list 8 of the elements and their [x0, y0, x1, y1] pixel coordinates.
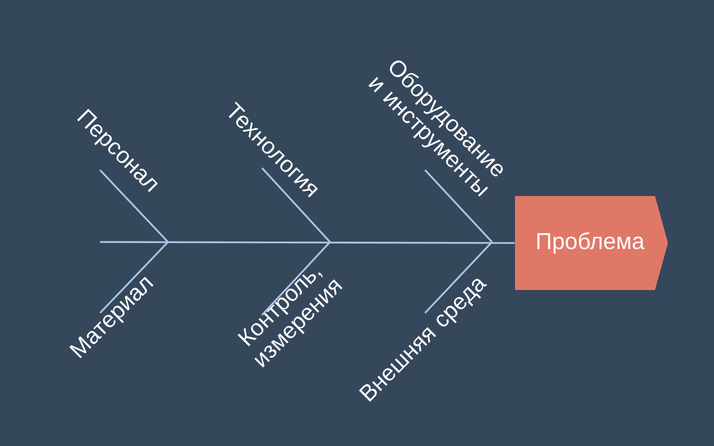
- bone-line: [99, 169, 169, 243]
- bone-line: [261, 167, 331, 243]
- bone-line: [424, 241, 493, 314]
- bone-line: [99, 241, 169, 314]
- problem-head: Проблема: [515, 196, 668, 290]
- bone-line: [261, 241, 331, 316]
- bone-line: [424, 169, 493, 243]
- spine-line: [100, 241, 515, 244]
